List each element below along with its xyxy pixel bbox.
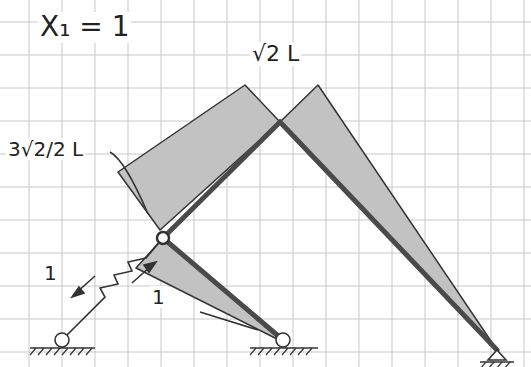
hinge [157,232,169,244]
grid-line [0,220,531,221]
supports [30,232,514,362]
hatch-line [54,348,60,355]
moment-value: √2 L [250,42,301,66]
moment-area [280,85,497,350]
arrow-head [144,262,156,272]
leader-line [110,152,148,214]
grid-line [0,253,531,254]
beam-member [280,122,497,350]
load-case-title: X₁ = 1 [38,12,131,43]
leader-line [200,312,258,330]
hatch-line [496,362,502,367]
grid-line [0,319,531,320]
hatch-line [266,348,272,355]
hatch-line [306,348,312,355]
moment-value: 3√2/2 L [6,138,85,160]
hatch-line [30,348,36,355]
hatch-line [86,348,92,355]
spring-symbol [62,238,163,340]
unit-force: 1 [42,262,59,284]
hatch-line [250,348,256,355]
hatch-line [70,348,76,355]
hatch-line [78,348,84,355]
hatch-line [274,348,280,355]
beam-member [163,238,283,340]
moment-shading [118,85,497,350]
ground-hatching [30,348,510,367]
hatch-line [298,348,304,355]
hatch-line [290,348,296,355]
roller-support [488,350,506,360]
frame-members [163,122,497,350]
hatch-line [38,348,44,355]
hatch-line [504,362,510,367]
released-member [62,152,258,340]
grid-line [0,187,531,188]
beam-member [163,122,280,238]
hatch-line [62,348,68,355]
hatch-line [480,362,486,367]
pin-support [55,333,69,347]
arrow-head [72,287,84,297]
unit-force: 1 [150,286,167,308]
hatch-line [258,348,264,355]
hatch-line [282,348,288,355]
ground-line [250,347,318,349]
hatch-line [46,348,52,355]
hatch-line [488,362,494,367]
ground-line [30,347,95,349]
moment-area [136,238,283,342]
grid-line [0,88,531,89]
pin-support [276,333,290,347]
moment-area [118,85,280,230]
